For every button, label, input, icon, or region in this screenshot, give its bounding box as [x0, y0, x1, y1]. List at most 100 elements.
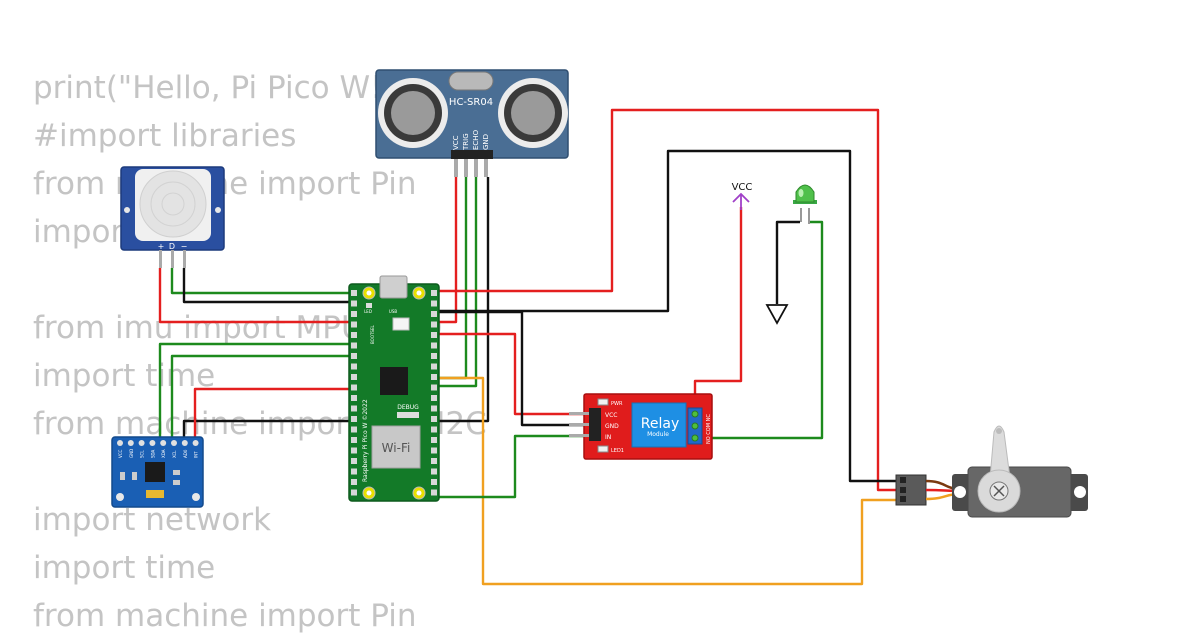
wire-relay-vcc[interactable] — [434, 332, 598, 416]
pico-pin[interactable] — [351, 384, 357, 391]
ultrasonic-pin-echo: ECHO — [472, 129, 480, 150]
imu-pin-label: GND — [129, 449, 134, 458]
pico-pin[interactable] — [351, 479, 357, 485]
code-line: #import libraries — [33, 118, 297, 154]
pico-led-label: LED — [364, 309, 372, 314]
imu-pin-label: AD0 — [183, 449, 188, 458]
imu-pin[interactable] — [149, 440, 156, 446]
pico-pin[interactable] — [351, 426, 357, 433]
pico-pin[interactable] — [431, 479, 437, 485]
pico-pin[interactable] — [351, 458, 357, 464]
imu-pin[interactable] — [117, 440, 123, 446]
pico-pin[interactable] — [351, 489, 357, 496]
imu-pin[interactable] — [171, 440, 177, 446]
pico-pin[interactable] — [351, 311, 357, 317]
pico-usb-label: USB — [389, 309, 397, 314]
code-line: import time — [33, 550, 216, 586]
pico-pin[interactable] — [351, 416, 357, 422]
imu-pin-label: VCC — [118, 449, 123, 458]
code-line: from machine import Pin, I2C — [33, 406, 487, 442]
imu-pin-label: SDA — [150, 449, 155, 458]
ground-symbol[interactable] — [765, 304, 789, 325]
pico-pin[interactable] — [431, 384, 437, 391]
pico-pin[interactable] — [431, 290, 437, 296]
relay-module[interactable]: PWR LED1 VCC GND IN Relay Module NO COM … — [569, 393, 713, 460]
wire-relay-vcc-out[interactable] — [693, 207, 743, 408]
pico-pin[interactable] — [351, 342, 357, 349]
pico-pin[interactable] — [431, 416, 437, 422]
pico-pin[interactable] — [431, 395, 437, 401]
code-line: from machine import Pin — [33, 598, 417, 634]
ultrasonic-sensor[interactable]: HC-SR04 VCC TRIG ECHO GND — [375, 69, 569, 177]
wire-servo-signal[interactable] — [434, 376, 900, 586]
pico-pin[interactable] — [431, 342, 437, 349]
wire-pir-vcc[interactable] — [158, 268, 354, 324]
pico-pin[interactable] — [351, 353, 357, 359]
imu-pin[interactable] — [192, 440, 199, 446]
pico-pin[interactable] — [351, 321, 357, 328]
wire-pir-gnd[interactable] — [182, 268, 354, 304]
wire-imu-gnd[interactable] — [182, 419, 354, 440]
pico-pin[interactable] — [351, 447, 357, 454]
relay-pin-gnd: GND — [605, 423, 619, 430]
green-led[interactable] — [793, 184, 817, 224]
vcc-label: VCC — [732, 182, 753, 193]
pico-pin[interactable] — [431, 447, 437, 454]
pico-pin[interactable] — [431, 321, 437, 328]
pico-bootsel-label: BOOTSEL — [370, 325, 375, 344]
pico-pin[interactable] — [351, 290, 357, 296]
wire-us-echo[interactable] — [434, 177, 478, 388]
imu-pin[interactable] — [127, 440, 134, 446]
pico-pin-header — [351, 290, 437, 496]
pico-pin[interactable] — [431, 353, 437, 359]
wire-us-gnd[interactable] — [434, 177, 490, 423]
imu-pin[interactable] — [181, 440, 188, 446]
wire-pir-data[interactable] — [170, 268, 354, 295]
imu-pin[interactable] — [138, 440, 145, 446]
pico-pin[interactable] — [431, 437, 437, 443]
pico-pin[interactable] — [351, 363, 357, 370]
pico-pin[interactable] — [351, 405, 357, 412]
vcc-symbol[interactable]: VCC — [732, 182, 753, 210]
pico-pin[interactable] — [351, 437, 357, 443]
code-line: import network — [33, 502, 272, 538]
pico-pin[interactable] — [431, 458, 437, 464]
imu-pin-label: INT — [194, 451, 199, 458]
pir-sensor[interactable]: + D − — [120, 166, 225, 268]
relay-pin-vcc: VCC — [605, 412, 617, 419]
relay-pin-in: IN — [605, 434, 611, 441]
pico-wifi-chip-label: Wi-Fi — [382, 441, 411, 455]
pico-pin[interactable] — [351, 468, 357, 475]
pico-w-board[interactable]: LED USB BOOTSEL DEBUG Wi-Fi Raspberry Pi… — [348, 275, 440, 502]
servo-motor[interactable] — [895, 425, 1088, 518]
bootsel-button[interactable] — [392, 317, 410, 331]
wires — [158, 108, 900, 586]
imu-pin[interactable] — [160, 440, 167, 446]
pico-pin[interactable] — [431, 489, 437, 496]
pico-pin[interactable] — [431, 300, 437, 307]
pico-pin[interactable] — [431, 468, 437, 475]
wire-imu-sda[interactable] — [170, 354, 354, 440]
pico-pin[interactable] — [351, 374, 357, 380]
pico-pin[interactable] — [431, 332, 437, 338]
relay-pwr-label: PWR — [611, 401, 623, 407]
pico-pin[interactable] — [431, 374, 437, 380]
wire-imu-scl[interactable] — [158, 342, 354, 440]
wire-relay-led[interactable] — [695, 220, 824, 440]
pico-pin[interactable] — [431, 311, 437, 317]
relay-title: Relay — [641, 416, 679, 432]
pico-pin[interactable] — [431, 426, 437, 433]
pico-pin[interactable] — [431, 363, 437, 370]
pico-pin[interactable] — [351, 300, 357, 307]
wire-relay-gnd[interactable] — [434, 310, 598, 427]
pico-pin[interactable] — [431, 405, 437, 412]
pico-pin[interactable] — [351, 395, 357, 401]
pico-pin[interactable] — [351, 332, 357, 338]
wire-led-gnd[interactable] — [775, 220, 800, 304]
wire-servo-gnd[interactable] — [430, 149, 900, 483]
wire-servo-vcc[interactable] — [430, 108, 900, 492]
wire-relay-in[interactable] — [434, 434, 598, 499]
